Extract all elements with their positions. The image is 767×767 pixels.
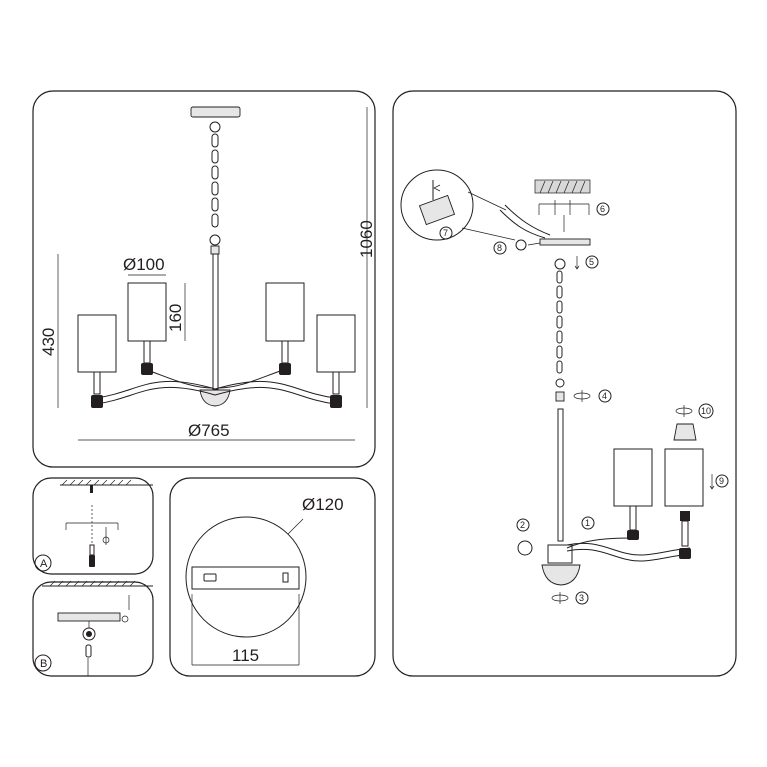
step-3-label: 3 [579, 593, 584, 603]
shade-height-label: 160 [166, 304, 185, 332]
bottom-hub [199, 389, 231, 407]
step-1-label: 1 [585, 518, 590, 528]
installation-panel [392, 90, 737, 677]
chain [209, 121, 221, 255]
step-7-label: 7 [443, 228, 448, 238]
total-height-label: 1060 [357, 220, 376, 258]
dimensions-panel [32, 90, 376, 468]
detail-a-marker [34, 554, 52, 572]
canopy-dimensions-panel [169, 477, 376, 677]
detail-b-marker [34, 654, 52, 672]
install-shades [613, 423, 704, 559]
step-5-label: 5 [589, 257, 594, 267]
detail-panel-b [32, 581, 154, 677]
step-8-label: 8 [497, 243, 502, 253]
step-6-label: 6 [600, 204, 605, 214]
detail-a-drawing [60, 479, 153, 567]
arms [95, 369, 336, 405]
detail-b-letter: B [40, 658, 47, 670]
canopy-drawing [185, 516, 307, 666]
install-hub [517, 537, 691, 586]
step-10-label: 10 [701, 406, 711, 416]
step-2-label: 2 [520, 520, 525, 530]
canopy-diameter-label: Ø120 [302, 495, 344, 514]
shade-diameter-label: Ø100 [123, 255, 165, 274]
dimension-lines [57, 107, 368, 441]
step-4-label: 4 [602, 391, 607, 401]
ceiling-bracket-drawing [499, 179, 591, 251]
ceiling-canopy [190, 106, 241, 118]
step-9-label: 9 [719, 476, 724, 486]
lamp-shades [77, 282, 356, 408]
rotation-symbols [551, 256, 715, 604]
wiring-zoom-drawing [400, 169, 516, 241]
body-height-label: 430 [39, 328, 58, 356]
detail-b-drawing [42, 580, 153, 676]
canopy-mount-width-label: 115 [232, 646, 259, 665]
detail-panel-a [32, 477, 154, 575]
central-rod [212, 253, 219, 390]
step-markers [439, 202, 729, 605]
install-rod [557, 408, 564, 542]
overall-diameter-label: Ø765 [188, 421, 230, 440]
detail-a-letter: A [40, 558, 48, 570]
install-chain [554, 258, 566, 402]
